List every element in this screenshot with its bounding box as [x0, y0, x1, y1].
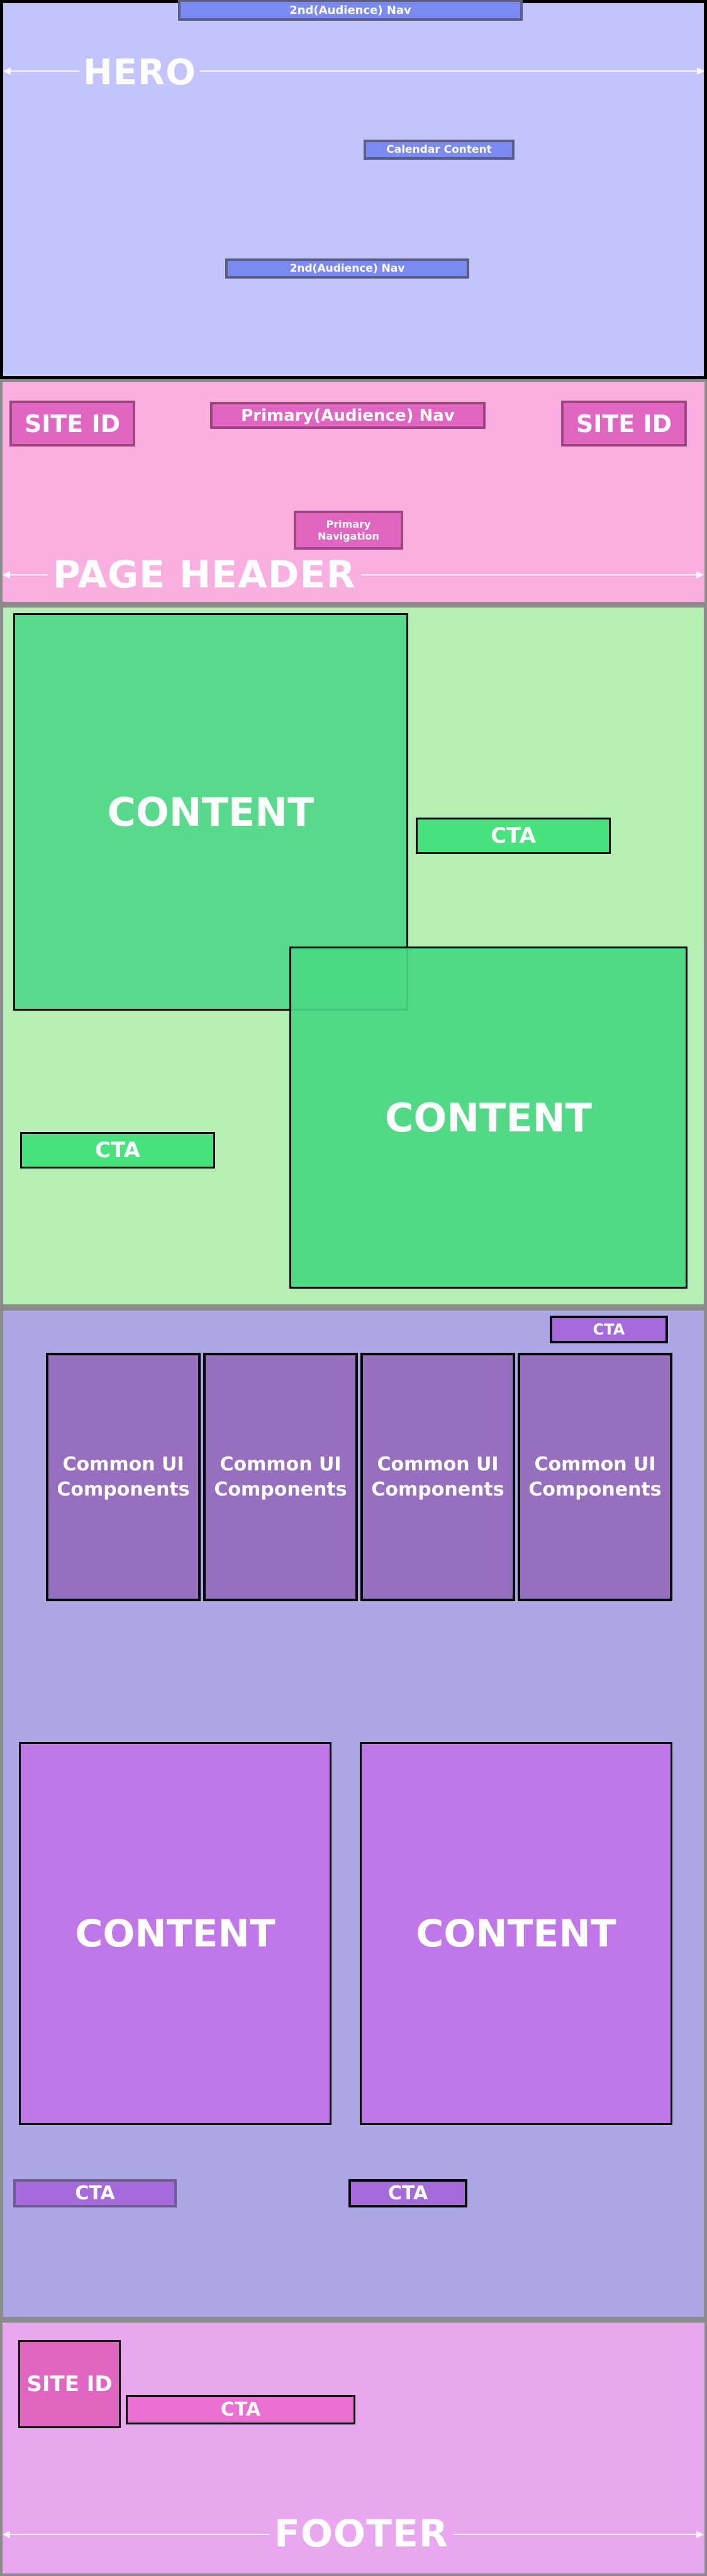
hero-width-line [6, 70, 701, 72]
footer-arrow-right-icon [696, 2531, 704, 2538]
content-block-left-label: CONTENT [75, 1911, 276, 1956]
cta-button-1[interactable]: CTA [416, 818, 611, 854]
common-ui-component-label: Common UI Components [214, 1453, 347, 1501]
site-id-right-label: SITE ID [576, 409, 672, 438]
content-block-2-label: CONTENT [385, 1094, 592, 1141]
content-section: CONTENT CTA CONTENT CTA [0, 604, 707, 1307]
hero-section: 2nd(Audience) Nav HERO Calendar Content … [0, 0, 707, 379]
secondary-audience-nav-bottom[interactable]: 2nd(Audience) Nav [225, 258, 469, 279]
hero-arrow-left-icon [3, 67, 11, 75]
calendar-content[interactable]: Calendar Content [364, 140, 515, 160]
footer-label: FOOTER [269, 2512, 454, 2556]
primary-navigation[interactable]: Primary Navigation [294, 511, 403, 550]
primary-audience-nav-label: Primary(Audience) Nav [241, 406, 455, 425]
cta-button-2-label: CTA [95, 1138, 140, 1163]
ui-cta-top-label: CTA [593, 1321, 625, 1338]
common-ui-component-label: Common UI Components [528, 1453, 662, 1501]
primary-audience-nav[interactable]: Primary(Audience) Nav [210, 402, 486, 429]
footer-cta[interactable]: CTA [126, 2395, 355, 2424]
ui-cta-right[interactable]: CTA [348, 2179, 467, 2207]
primary-navigation-label: Primary Navigation [318, 518, 379, 542]
calendar-content-label: Calendar Content [386, 143, 492, 156]
content-block-1: CONTENT [13, 613, 408, 1011]
ui-cta-right-label: CTA [387, 2182, 428, 2204]
content-block-right-label: CONTENT [416, 1911, 616, 1956]
ui-cta-top[interactable]: CTA [550, 1316, 668, 1343]
common-ui-component-card[interactable]: Common UI Components [360, 1353, 515, 1601]
cta-button-2[interactable]: CTA [20, 1132, 215, 1169]
page-header-arrow-left-icon [3, 571, 10, 579]
common-ui-component-card[interactable]: Common UI Components [518, 1353, 672, 1601]
common-ui-component-card[interactable]: Common UI Components [203, 1353, 358, 1601]
page-header-section: SITE ID Primary(Audience) Nav SITE ID Pr… [0, 379, 707, 604]
site-id-left-label: SITE ID [24, 409, 121, 438]
footer-site-id-label: SITE ID [26, 2372, 113, 2397]
common-ui-component-label: Common UI Components [371, 1453, 504, 1501]
page-header-label: PAGE HEADER [48, 553, 361, 597]
content-block-1-label: CONTENT [107, 789, 315, 835]
content-block-2: CONTENT [289, 947, 688, 1289]
page-header-arrow-right-icon [696, 571, 704, 579]
site-id-right[interactable]: SITE ID [561, 401, 687, 447]
content-block-right: CONTENT [360, 1742, 672, 2125]
secondary-audience-nav-top-label: 2nd(Audience) Nav [289, 3, 411, 17]
footer-cta-label: CTA [220, 2399, 261, 2421]
content-block-left: CONTENT [19, 1742, 331, 2125]
ui-cta-left-label: CTA [75, 2182, 115, 2204]
ui-cta-left[interactable]: CTA [13, 2179, 177, 2207]
secondary-audience-nav-bottom-label: 2nd(Audience) Nav [289, 262, 405, 275]
ui-components-section: CTA Common UI Components Common UI Compo… [0, 1307, 707, 2320]
hero-arrow-right-icon [697, 67, 704, 75]
secondary-audience-nav-top[interactable]: 2nd(Audience) Nav [178, 0, 523, 21]
cta-button-1-label: CTA [491, 823, 536, 848]
footer-arrow-left-icon [3, 2531, 10, 2538]
footer-section: SITE ID CTA FOOTER [0, 2320, 707, 2576]
footer-site-id[interactable]: SITE ID [18, 2340, 121, 2428]
hero-label: HERO [79, 52, 200, 93]
site-id-left[interactable]: SITE ID [9, 401, 135, 447]
common-ui-component-card[interactable]: Common UI Components [46, 1353, 201, 1601]
common-ui-component-label: Common UI Components [57, 1453, 190, 1501]
